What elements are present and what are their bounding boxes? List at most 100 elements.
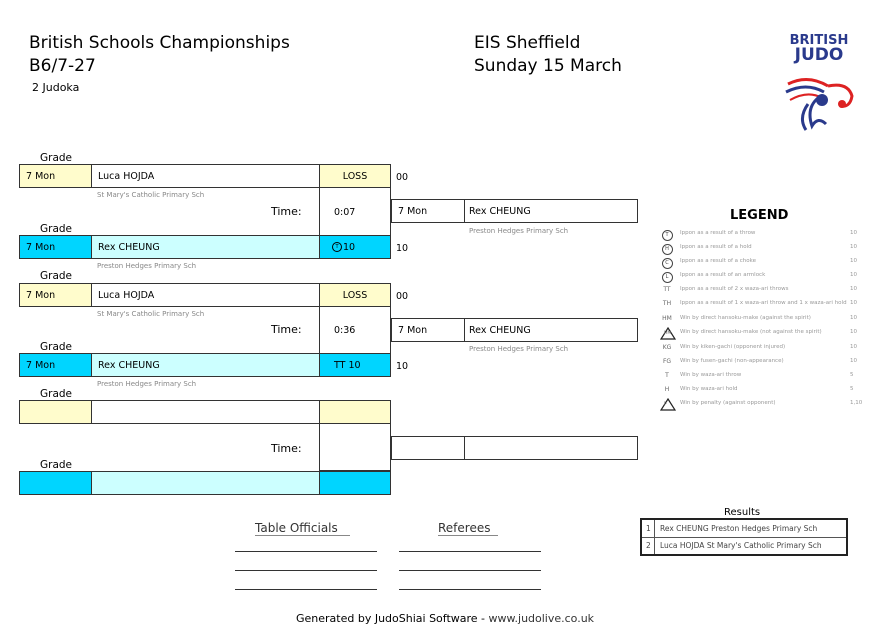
result-text: Rex CHEUNG Preston Hedges Primary Sch [660, 524, 818, 533]
blue-result-cell: TT 10 [319, 353, 391, 377]
competitor-count: 2 Judoka [32, 81, 80, 94]
winner-grade-cell [391, 436, 465, 460]
white-score: 00 [396, 172, 409, 183]
event-date: Sunday 15 March [474, 56, 622, 76]
white-club: St Mary's Catholic Primary Sch [97, 310, 205, 318]
legend-description: Win by waza-ari throw [680, 372, 742, 378]
legend-description: Win by direct hansoku-make (against the … [680, 315, 811, 321]
winner-club: Preston Hedges Primary Sch [469, 345, 569, 353]
results-title: Results [724, 507, 761, 518]
venue: EIS Sheffield [474, 33, 581, 53]
legend-item: HM Win by direct hansoku-make (against th… [660, 315, 860, 327]
circled-letter-icon: H [660, 244, 674, 255]
grade-label: Grade [40, 270, 73, 282]
tournament-title: British Schools Championships [29, 33, 290, 53]
white-name-cell[interactable]: Luca HOJDA [91, 283, 320, 307]
time-label: Time: [271, 442, 302, 455]
blue-score: 10 [396, 361, 409, 372]
winner-name-cell[interactable]: Rex CHEUNG [464, 318, 638, 342]
referee-signature-line[interactable] [399, 589, 541, 590]
blue-club: Preston Hedges Primary Sch [97, 262, 197, 270]
blue-result-value: 10 [343, 241, 356, 253]
time-label: Time: [271, 323, 302, 336]
winner-name-cell[interactable]: Rex CHEUNG [464, 199, 638, 223]
legend-points: 5 [850, 386, 854, 392]
white-score: 00 [396, 291, 409, 302]
legend-symbol: HM [662, 315, 672, 322]
blue-result-cell [319, 471, 391, 495]
white-name-cell[interactable]: Luca HOJDA [91, 164, 320, 188]
blue-score: 10 [396, 243, 409, 254]
circled-letter-icon: L [660, 272, 674, 283]
blue-name-cell[interactable] [91, 471, 320, 495]
legend-points: 5 [850, 372, 854, 378]
white-club: St Mary's Catholic Primary Sch [97, 191, 205, 199]
white-grade-cell: 7 Mon [19, 283, 92, 307]
table-official-signature-line[interactable] [235, 570, 377, 571]
legend-description: Ippon as a result of 1 x waza-ari throw … [680, 300, 847, 306]
legend-symbol: T [665, 372, 669, 379]
white-result-cell: LOSS [319, 164, 391, 188]
table-official-signature-line[interactable] [235, 589, 377, 590]
category-label: B6/7-27 [29, 56, 96, 76]
match-time: 0:36 [319, 306, 391, 354]
legend-description: Ippon as a result of a hold [680, 244, 752, 250]
judoka-icon [785, 78, 854, 131]
warning-triangle-icon: P [659, 397, 677, 413]
throw-ippon-icon: T [332, 242, 342, 252]
legend-points: 10 [850, 286, 857, 292]
legend-points: 10 [850, 315, 857, 321]
white-result-cell: LOSS [319, 283, 391, 307]
grade-label: Grade [40, 152, 73, 164]
referee-signature-line[interactable] [399, 570, 541, 571]
legend-description: Ippon as a result of a choke [680, 258, 757, 264]
footer: Generated by JudoShiai Software - www.ju… [296, 612, 594, 625]
white-name-cell[interactable] [91, 400, 320, 424]
legend-points: 10 [850, 300, 857, 306]
circled-letter-icon: C [660, 258, 674, 269]
grade-label: Grade [40, 388, 73, 400]
legend-points: 10 [850, 244, 857, 250]
time-label: Time: [271, 205, 302, 218]
legend-points: 10 [850, 344, 857, 350]
footer-generated: Generated by JudoShiai Software - [296, 612, 489, 625]
logo-text-british: BRITISH [789, 33, 849, 48]
blue-grade-cell [19, 471, 92, 495]
table-official-signature-line[interactable] [235, 551, 377, 552]
result-rank: 1 [646, 524, 651, 533]
british-judo-logo: BRITISH JUDO [778, 34, 868, 134]
winner-name-cell[interactable] [464, 436, 638, 460]
results-table: 1 Rex CHEUNG Preston Hedges Primary Sch … [640, 518, 848, 556]
blue-grade-cell: 7 Mon [19, 235, 92, 259]
white-grade-cell: 7 Mon [19, 164, 92, 188]
result-text: Luca HOJDA St Mary's Catholic Primary Sc… [660, 541, 822, 550]
white-grade-cell [19, 400, 92, 424]
referee-signature-line[interactable] [399, 551, 541, 552]
legend-points: 10 [850, 329, 857, 335]
legend-points: 10 [850, 230, 857, 236]
legend-title: LEGEND [730, 208, 789, 223]
blue-name-cell[interactable]: Rex CHEUNG [91, 353, 320, 377]
legend-symbol: H [664, 386, 670, 393]
logo-text-judo: JUDO [794, 45, 844, 65]
circled-letter-icon: T [660, 230, 674, 241]
legend-item: T Win by waza-ari throw 5 [660, 372, 860, 384]
grade-label: Grade [40, 223, 73, 235]
winner-club: Preston Hedges Primary Sch [469, 227, 569, 235]
results-row: 1 Rex CHEUNG Preston Hedges Primary Sch [642, 520, 846, 538]
legend-item: H Ippon as a result of a hold 10 [660, 244, 860, 256]
white-result-cell [319, 400, 391, 424]
footer-url-link[interactable]: www.judolive.co.uk [488, 612, 595, 625]
legend-symbol: FG [662, 358, 672, 365]
blue-name-cell[interactable]: Rex CHEUNG [91, 235, 320, 259]
legend-description: Win by fusen-gachi (non-appearance) [680, 358, 784, 364]
